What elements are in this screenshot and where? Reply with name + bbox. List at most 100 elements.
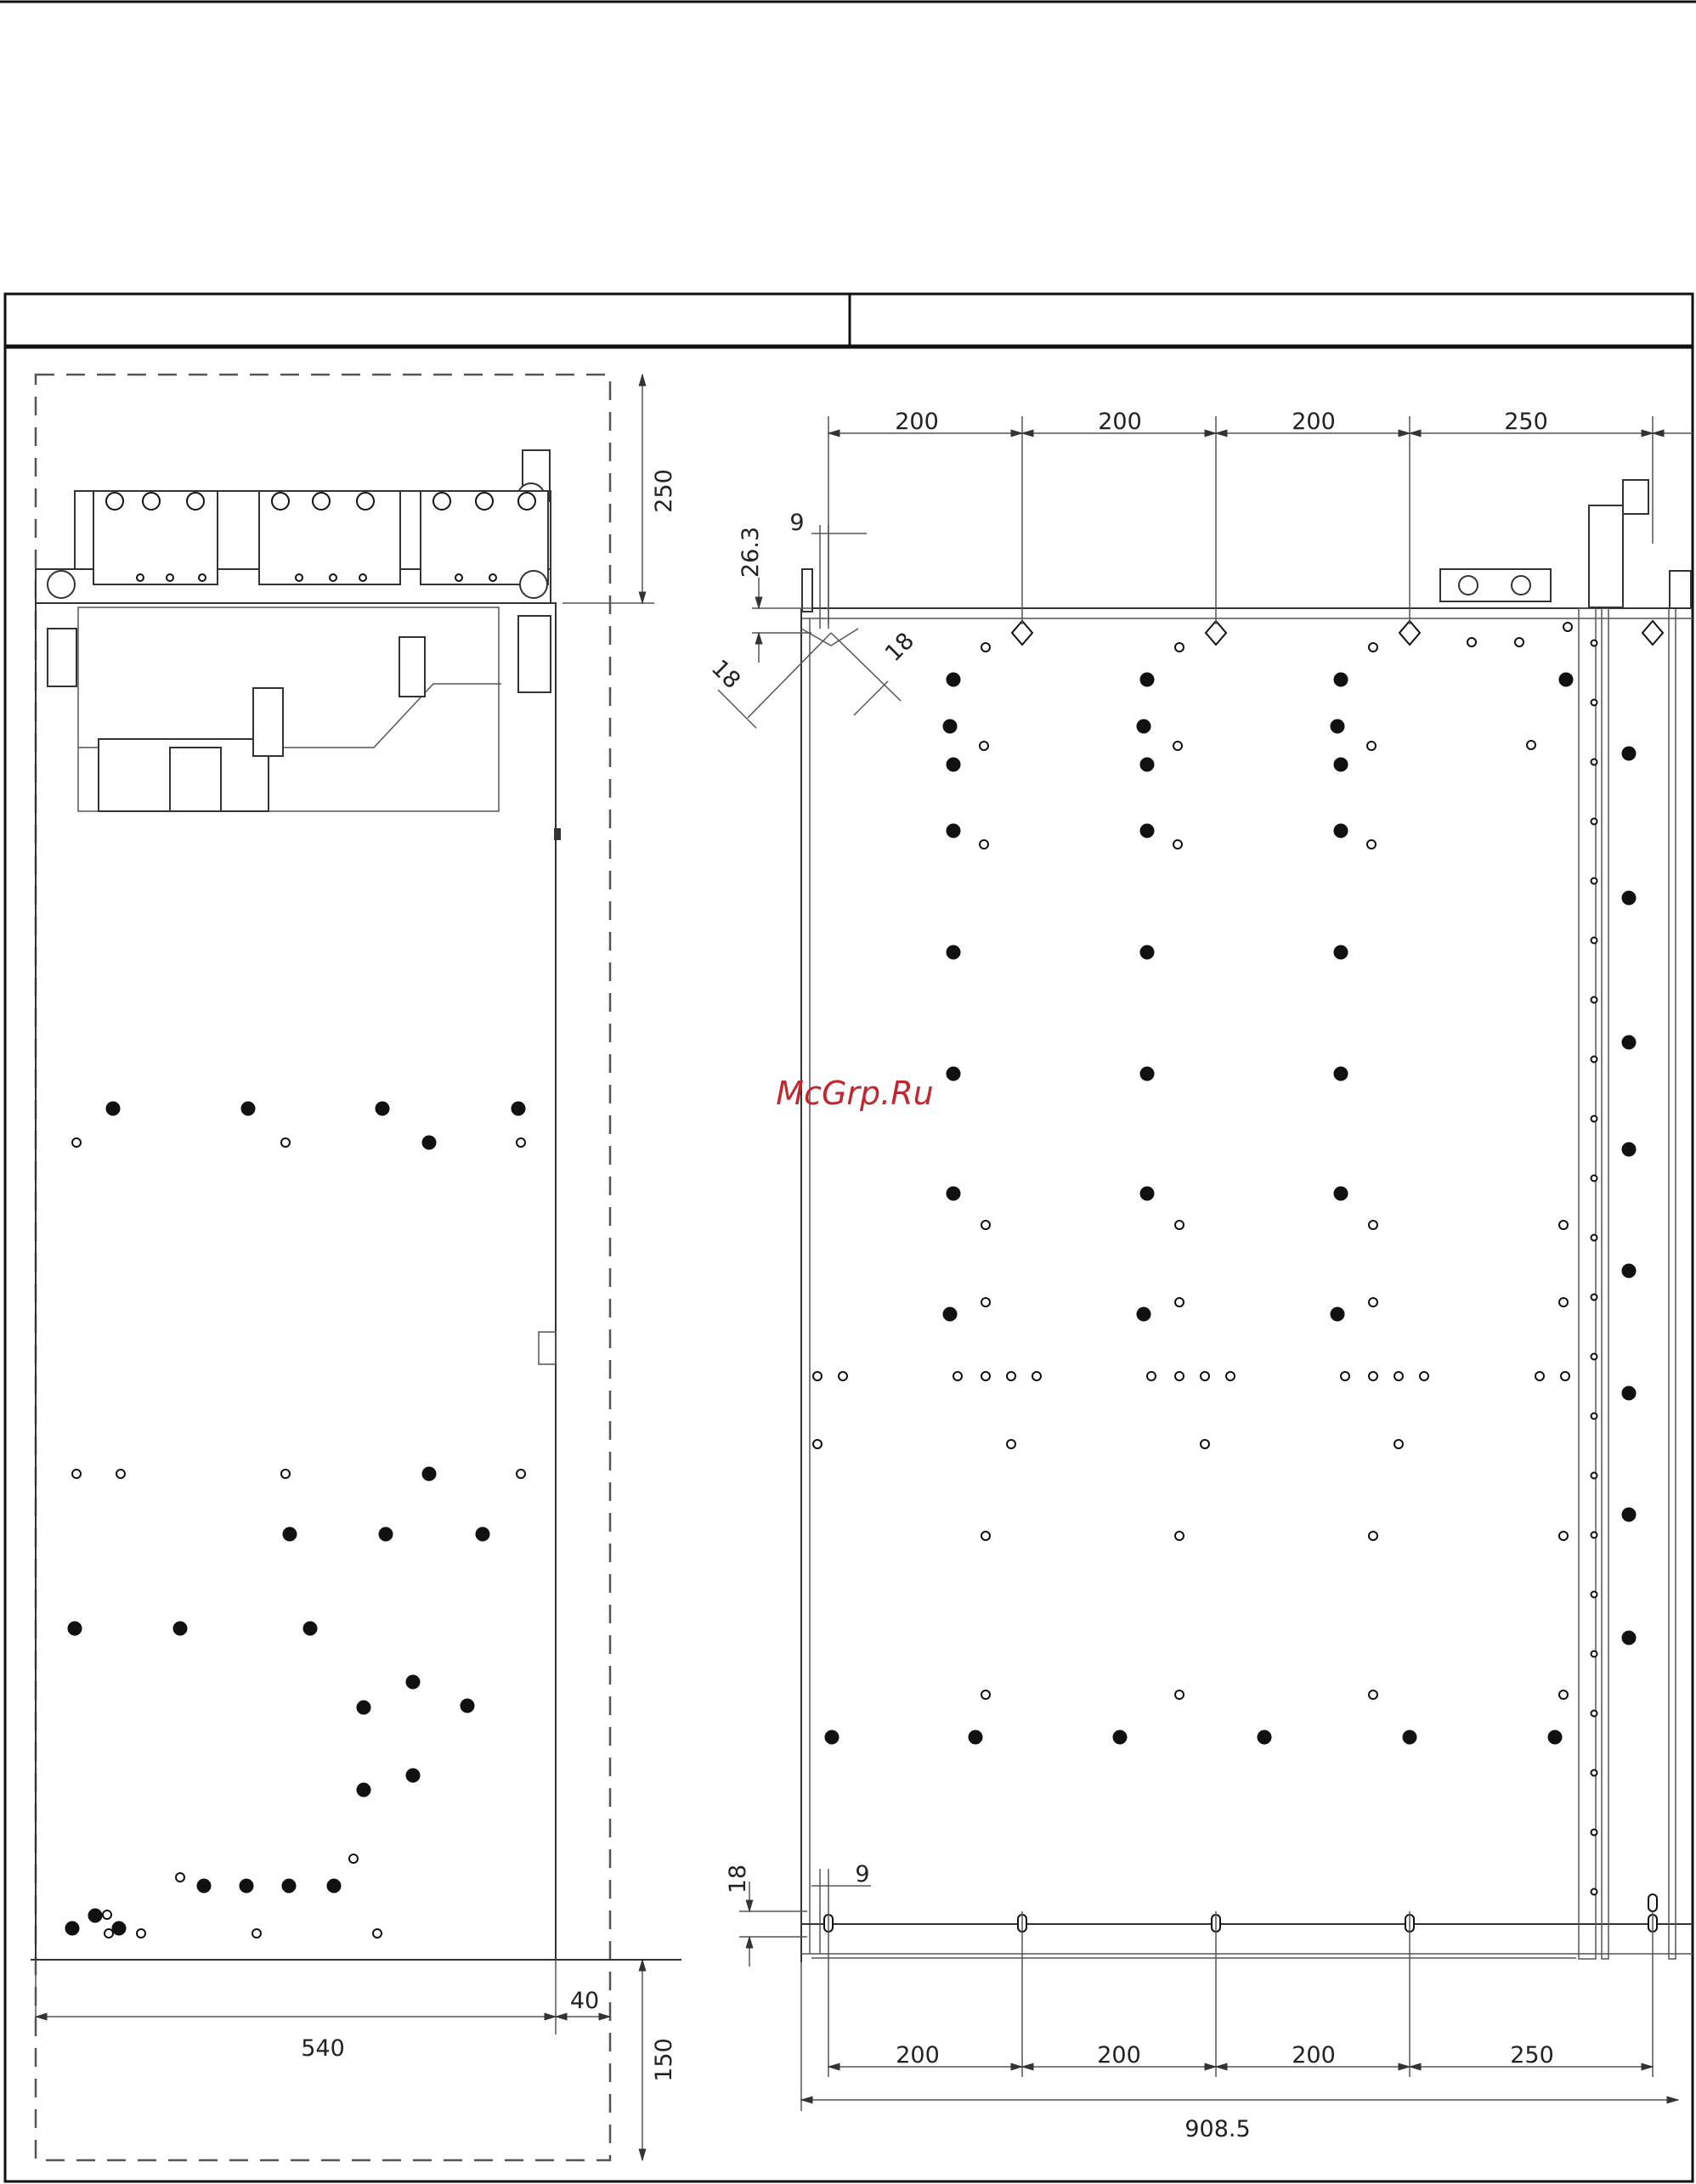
rail-hole	[1591, 759, 1597, 765]
mounting-hole-open	[1173, 742, 1182, 750]
mounting-hole-open	[980, 840, 988, 849]
mounting-hole-filled	[379, 1527, 393, 1541]
mounting-hole-filled	[1334, 1067, 1348, 1081]
mounting-hole-open	[1007, 1440, 1015, 1448]
mounting-hole-filled	[406, 1769, 420, 1782]
mounting-hole-filled	[947, 758, 960, 771]
mounting-hole-filled	[1331, 1307, 1344, 1321]
dim-top-4: 250	[1504, 409, 1548, 435]
mounting-hole-filled	[112, 1922, 126, 1935]
mounting-hole-open	[137, 1929, 145, 1938]
rail-hole	[1591, 700, 1597, 706]
mounting-hole-open	[1394, 1372, 1403, 1380]
dim-bottom-1: 200	[896, 2042, 940, 2068]
mounting-hole-filled	[422, 1136, 436, 1149]
rail-hole	[1591, 1473, 1597, 1479]
mounting-hole-filled	[1258, 1730, 1271, 1744]
side-view: 250 150 540 40	[31, 375, 681, 2160]
mounting-hole-filled	[943, 1307, 957, 1321]
mounting-hole-filled	[241, 1102, 255, 1115]
dim-bottom-clearance: 150	[651, 2038, 677, 2082]
rail-hole	[1591, 997, 1597, 1003]
mounting-hole-open	[1367, 742, 1376, 750]
mounting-hole-filled	[1140, 758, 1154, 771]
rail-hole	[1591, 1354, 1597, 1360]
dim-9-top: 9	[789, 510, 804, 536]
mounting-hole-open	[980, 742, 988, 750]
mounting-hole-open	[72, 1470, 81, 1478]
mounting-hole-filled	[1622, 1386, 1636, 1400]
side-dimensions: 250 150 540 40	[36, 375, 677, 2160]
mounting-hole-open	[1559, 1690, 1568, 1699]
mounting-hole-open	[1561, 1372, 1569, 1380]
rail-hole	[1591, 1830, 1597, 1836]
rail-hole	[1591, 1414, 1597, 1419]
rail-hole	[1591, 1889, 1597, 1895]
dim-26-3: 26.3	[738, 527, 764, 578]
mounting-hole-filled	[283, 1527, 297, 1541]
rail-hole	[1591, 1532, 1597, 1538]
mounting-hole-filled	[1334, 758, 1348, 771]
mounting-hole-open	[1226, 1372, 1235, 1380]
mounting-hole-filled	[240, 1879, 253, 1893]
mounting-hole-open	[813, 1372, 822, 1380]
mounting-hole-filled	[1403, 1730, 1416, 1744]
terminal-stud	[187, 493, 204, 510]
mounting-hole-open	[349, 1854, 358, 1863]
mounting-hole-filled	[106, 1102, 120, 1115]
dim-top-3: 200	[1292, 409, 1336, 435]
mounting-hole-filled	[1548, 1730, 1562, 1744]
mounting-hole-open	[1201, 1440, 1209, 1448]
hanger-slot	[1399, 621, 1420, 645]
rail-hole	[1591, 878, 1597, 884]
mounting-hole-open	[1535, 1372, 1544, 1380]
mounting-hole-filled	[88, 1909, 102, 1922]
top-terminal-block	[1440, 569, 1551, 601]
front-view: 200 200 200 250 9 26.3 18 18	[706, 409, 1693, 2142]
mounting-hole-filled	[197, 1879, 211, 1893]
terminal-stud	[313, 493, 330, 510]
mounting-hole-filled	[947, 673, 960, 686]
mounting-hole-open	[1147, 1372, 1156, 1380]
mounting-hole-open	[1563, 623, 1572, 631]
mounting-hole-open	[1559, 1221, 1568, 1229]
mounting-hole-filled	[357, 1783, 370, 1797]
mounting-hole-filled	[1622, 1036, 1636, 1049]
terminal-hole	[489, 574, 496, 581]
mounting-hole-filled	[512, 1102, 525, 1115]
mounting-hole-filled	[947, 1067, 960, 1081]
front-bottom-dimensions: 18 9 200 200 200 250 908.5	[725, 1861, 1678, 2142]
mounting-hole-filled	[68, 1622, 82, 1635]
terminal-stud	[106, 493, 123, 510]
mounting-hole-open	[1175, 643, 1184, 652]
mounting-hole-open	[252, 1929, 261, 1938]
terminal-stud	[143, 493, 160, 510]
hanger-slot	[1642, 621, 1663, 645]
mounting-hole-open	[176, 1873, 184, 1882]
mounting-hole-filled	[947, 945, 960, 959]
mounting-slot	[1648, 1894, 1657, 1911]
mounting-hole-open	[1341, 1372, 1349, 1380]
mounting-hole-open	[105, 1929, 113, 1938]
hanger-slot	[1012, 621, 1032, 645]
mounting-hole-open	[1367, 840, 1376, 849]
mounting-hole-open	[981, 1690, 990, 1699]
mounting-hole-open	[1467, 638, 1476, 646]
mounting-hole-open	[1369, 643, 1377, 652]
mounting-hole-filled	[1140, 824, 1154, 838]
rail-hole	[1591, 1592, 1597, 1598]
dim-bottom-4: 250	[1510, 2042, 1554, 2068]
terminal-hole	[330, 574, 336, 581]
mounting-hole-open	[1369, 1221, 1377, 1229]
mounting-hole-filled	[1113, 1730, 1127, 1744]
front-mounting-holes	[813, 623, 1636, 1895]
mounting-hole-filled	[461, 1699, 474, 1713]
mounting-hole-open	[1369, 1372, 1377, 1380]
mounting-hole-filled	[1622, 891, 1636, 905]
terminal-stud	[272, 493, 289, 510]
mounting-hole-open	[1559, 1532, 1568, 1540]
mounting-hole-filled	[1334, 824, 1348, 838]
mounting-hole-open	[517, 1470, 525, 1478]
mounting-hole-open	[517, 1138, 525, 1147]
terminal-stud	[476, 493, 493, 510]
